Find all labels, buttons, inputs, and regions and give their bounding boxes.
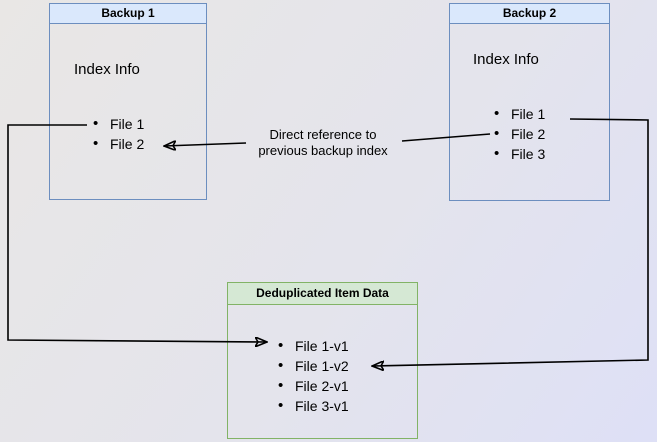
backup2-title: Backup 2: [450, 4, 609, 24]
backup1-index-info-label: Index Info: [74, 61, 140, 78]
file-label: File 1: [511, 106, 546, 122]
file-label: File 1-v2: [295, 358, 349, 374]
backup2-file-list: File 1 File 2 File 3: [494, 104, 545, 164]
list-item: File 1-v1: [278, 336, 349, 356]
edge-annotation-label: Direct reference to previous backup inde…: [258, 127, 388, 158]
backup1-title: Backup 1: [50, 4, 206, 24]
backup2-box: Backup 2 Index Info File 1 File 2 File 3: [449, 3, 610, 201]
list-item: File 2: [93, 134, 144, 154]
file-label: File 2: [511, 126, 546, 142]
dedup-title: Deduplicated Item Data: [228, 283, 417, 305]
dedup-box: Deduplicated Item Data File 1-v1 File 1-…: [227, 282, 418, 439]
file-label: File 1-v1: [295, 338, 349, 354]
dedup-item-list: File 1-v1 File 1-v2 File 2-v1 File 3-v1: [278, 336, 349, 416]
backup1-file-list: File 1 File 2: [93, 114, 144, 154]
file-label: File 3-v1: [295, 398, 349, 414]
list-item: File 3: [494, 144, 545, 164]
backup2-index-info-label: Index Info: [473, 51, 539, 68]
file-label: File 2: [110, 136, 145, 152]
list-item: File 2: [494, 124, 545, 144]
backup1-box: Backup 1 Index Info File 1 File 2: [49, 3, 207, 200]
list-item: File 3-v1: [278, 396, 349, 416]
file-label: File 3: [511, 146, 546, 162]
list-item: File 1-v2: [278, 356, 349, 376]
file-label: File 1: [110, 116, 145, 132]
list-item: File 1: [494, 104, 545, 124]
list-item: File 1: [93, 114, 144, 134]
file-label: File 2-v1: [295, 378, 349, 394]
list-item: File 2-v1: [278, 376, 349, 396]
